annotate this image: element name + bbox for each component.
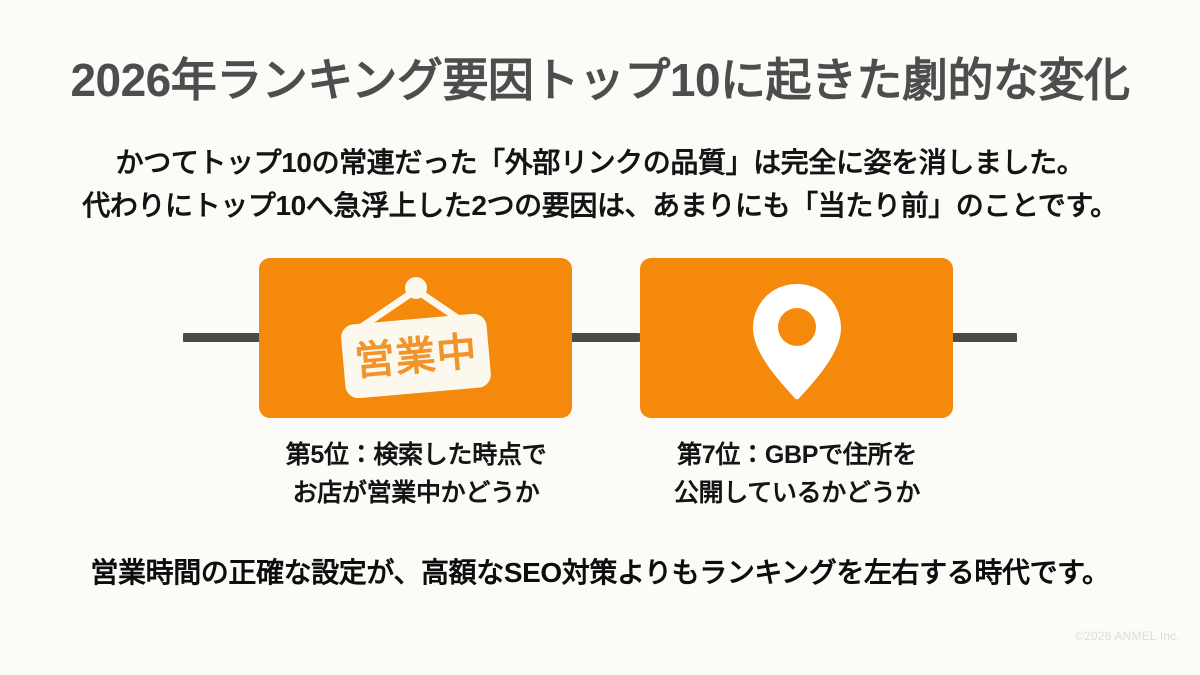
open-sign-icon-wrapper: 営業中: [259, 258, 572, 418]
copyright-footer: ©2026 ANMEL Inc.: [1075, 629, 1180, 643]
open-sign-label: 営業中: [352, 330, 478, 385]
connector-line-middle: [565, 333, 640, 342]
map-pin-icon: [752, 284, 841, 400]
caption-rank-7-line-1: 第7位：GBPで住所を: [677, 441, 917, 469]
map-pin-icon-wrapper: [640, 258, 953, 418]
caption-rank-7-line-2: 公開しているかどうか: [673, 479, 921, 507]
connector-line-left: [183, 333, 265, 342]
caption-rank-5-line-1: 第5位：検索した時点で: [285, 441, 547, 469]
factor-card-rank-7[interactable]: [640, 258, 953, 418]
conclusion-text: 営業時間の正確な設定が、高額なSEO対策よりもランキングを左右する時代です。: [90, 557, 1110, 588]
factor-card-rank-5[interactable]: 営業中: [259, 258, 572, 418]
subheadline: かつてトップ10の常連だった「外部リンクの品質」は完全に姿を消しました。 代わり…: [0, 141, 1200, 227]
caption-rank-5-line-2: お店が営業中かどうか: [292, 479, 540, 507]
subheadline-line-1: かつてトップ10の常連だった「外部リンクの品質」は完全に姿を消しました。: [115, 147, 1085, 178]
subheadline-line-2: 代わりにトップ10へ急浮上した2つの要因は、あまりにも「当たり前」のことです。: [82, 190, 1118, 221]
page-title: 2026年ランキング要因トップ10に起きた劇的な変化: [70, 54, 1130, 106]
connector-line-right: [947, 333, 1017, 342]
caption-rank-5: 第5位：検索した時点で お店が営業中かどうか: [226, 436, 606, 512]
caption-rank-7: 第7位：GBPで住所を 公開しているかどうか: [607, 436, 987, 512]
open-sign-icon: 営業中: [340, 277, 491, 399]
